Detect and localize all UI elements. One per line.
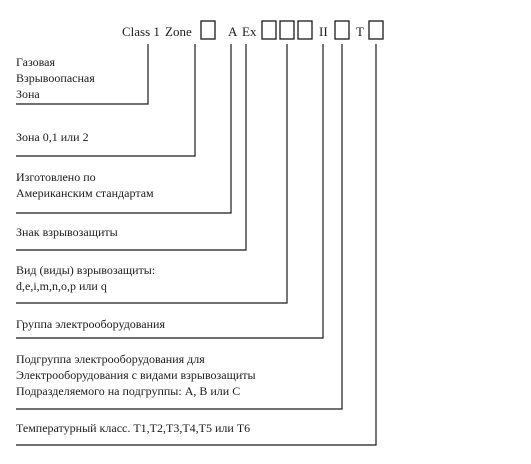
desc-protection-types-line-2: d,e,i,m,n,o,p или q: [16, 279, 107, 293]
desc-gas-zone-line-2: Взрывоопасная: [16, 71, 95, 85]
desc-gas-zone-line-3: Зона: [16, 87, 40, 101]
desc-protection-types-line-1: Вид (виды) взрывозащиты:: [16, 263, 155, 277]
desc-subgroup-line-3: Подразделяемого на подгруппы: А, В или С: [16, 384, 240, 398]
leader-equipment-group: [16, 44, 324, 339]
group-ii-label: II: [319, 24, 328, 39]
leader-temperature-class: [16, 44, 377, 446]
class-1-label: Class 1: [122, 24, 160, 39]
ex-label: Ex: [242, 24, 257, 39]
protection-box-1: [261, 20, 277, 40]
desc-equipment-group: Группа электрооборудования: [16, 317, 165, 331]
desc-subgroup-line-1: Подгруппа электрооборудования для: [16, 352, 205, 366]
desc-ex-sign: Знак взрывозащиты: [16, 225, 118, 239]
zone-label: Zone: [165, 24, 192, 39]
leader-gas-zone: [16, 44, 149, 105]
leader-protection-types: [16, 44, 288, 304]
subgroup-box: [334, 20, 350, 40]
desc-american-line-1: Изготовлено по: [16, 170, 96, 184]
protection-box-3: [297, 20, 313, 40]
t-label: T: [356, 24, 364, 39]
a-label: A: [228, 24, 238, 39]
desc-zone-values: Зона 0,1 или 2: [16, 130, 89, 144]
leader-zone-values: [16, 44, 196, 157]
leader-ex-sign: [16, 44, 247, 251]
desc-temperature-class: Температурный класс. Т1,Т2,Т3,Т4,Т5 или …: [16, 421, 250, 435]
zone-box: [200, 20, 216, 40]
protection-box-2: [279, 20, 295, 40]
temperature-box: [368, 20, 384, 40]
leader-american: [16, 44, 232, 214]
desc-gas-zone-line-1: Газовая: [16, 55, 55, 69]
leader-subgroup: [16, 44, 343, 410]
desc-american-line-2: Американским стандартам: [16, 186, 154, 200]
desc-subgroup-line-2: Электрооборудования с видами взрывозащит…: [16, 368, 256, 382]
